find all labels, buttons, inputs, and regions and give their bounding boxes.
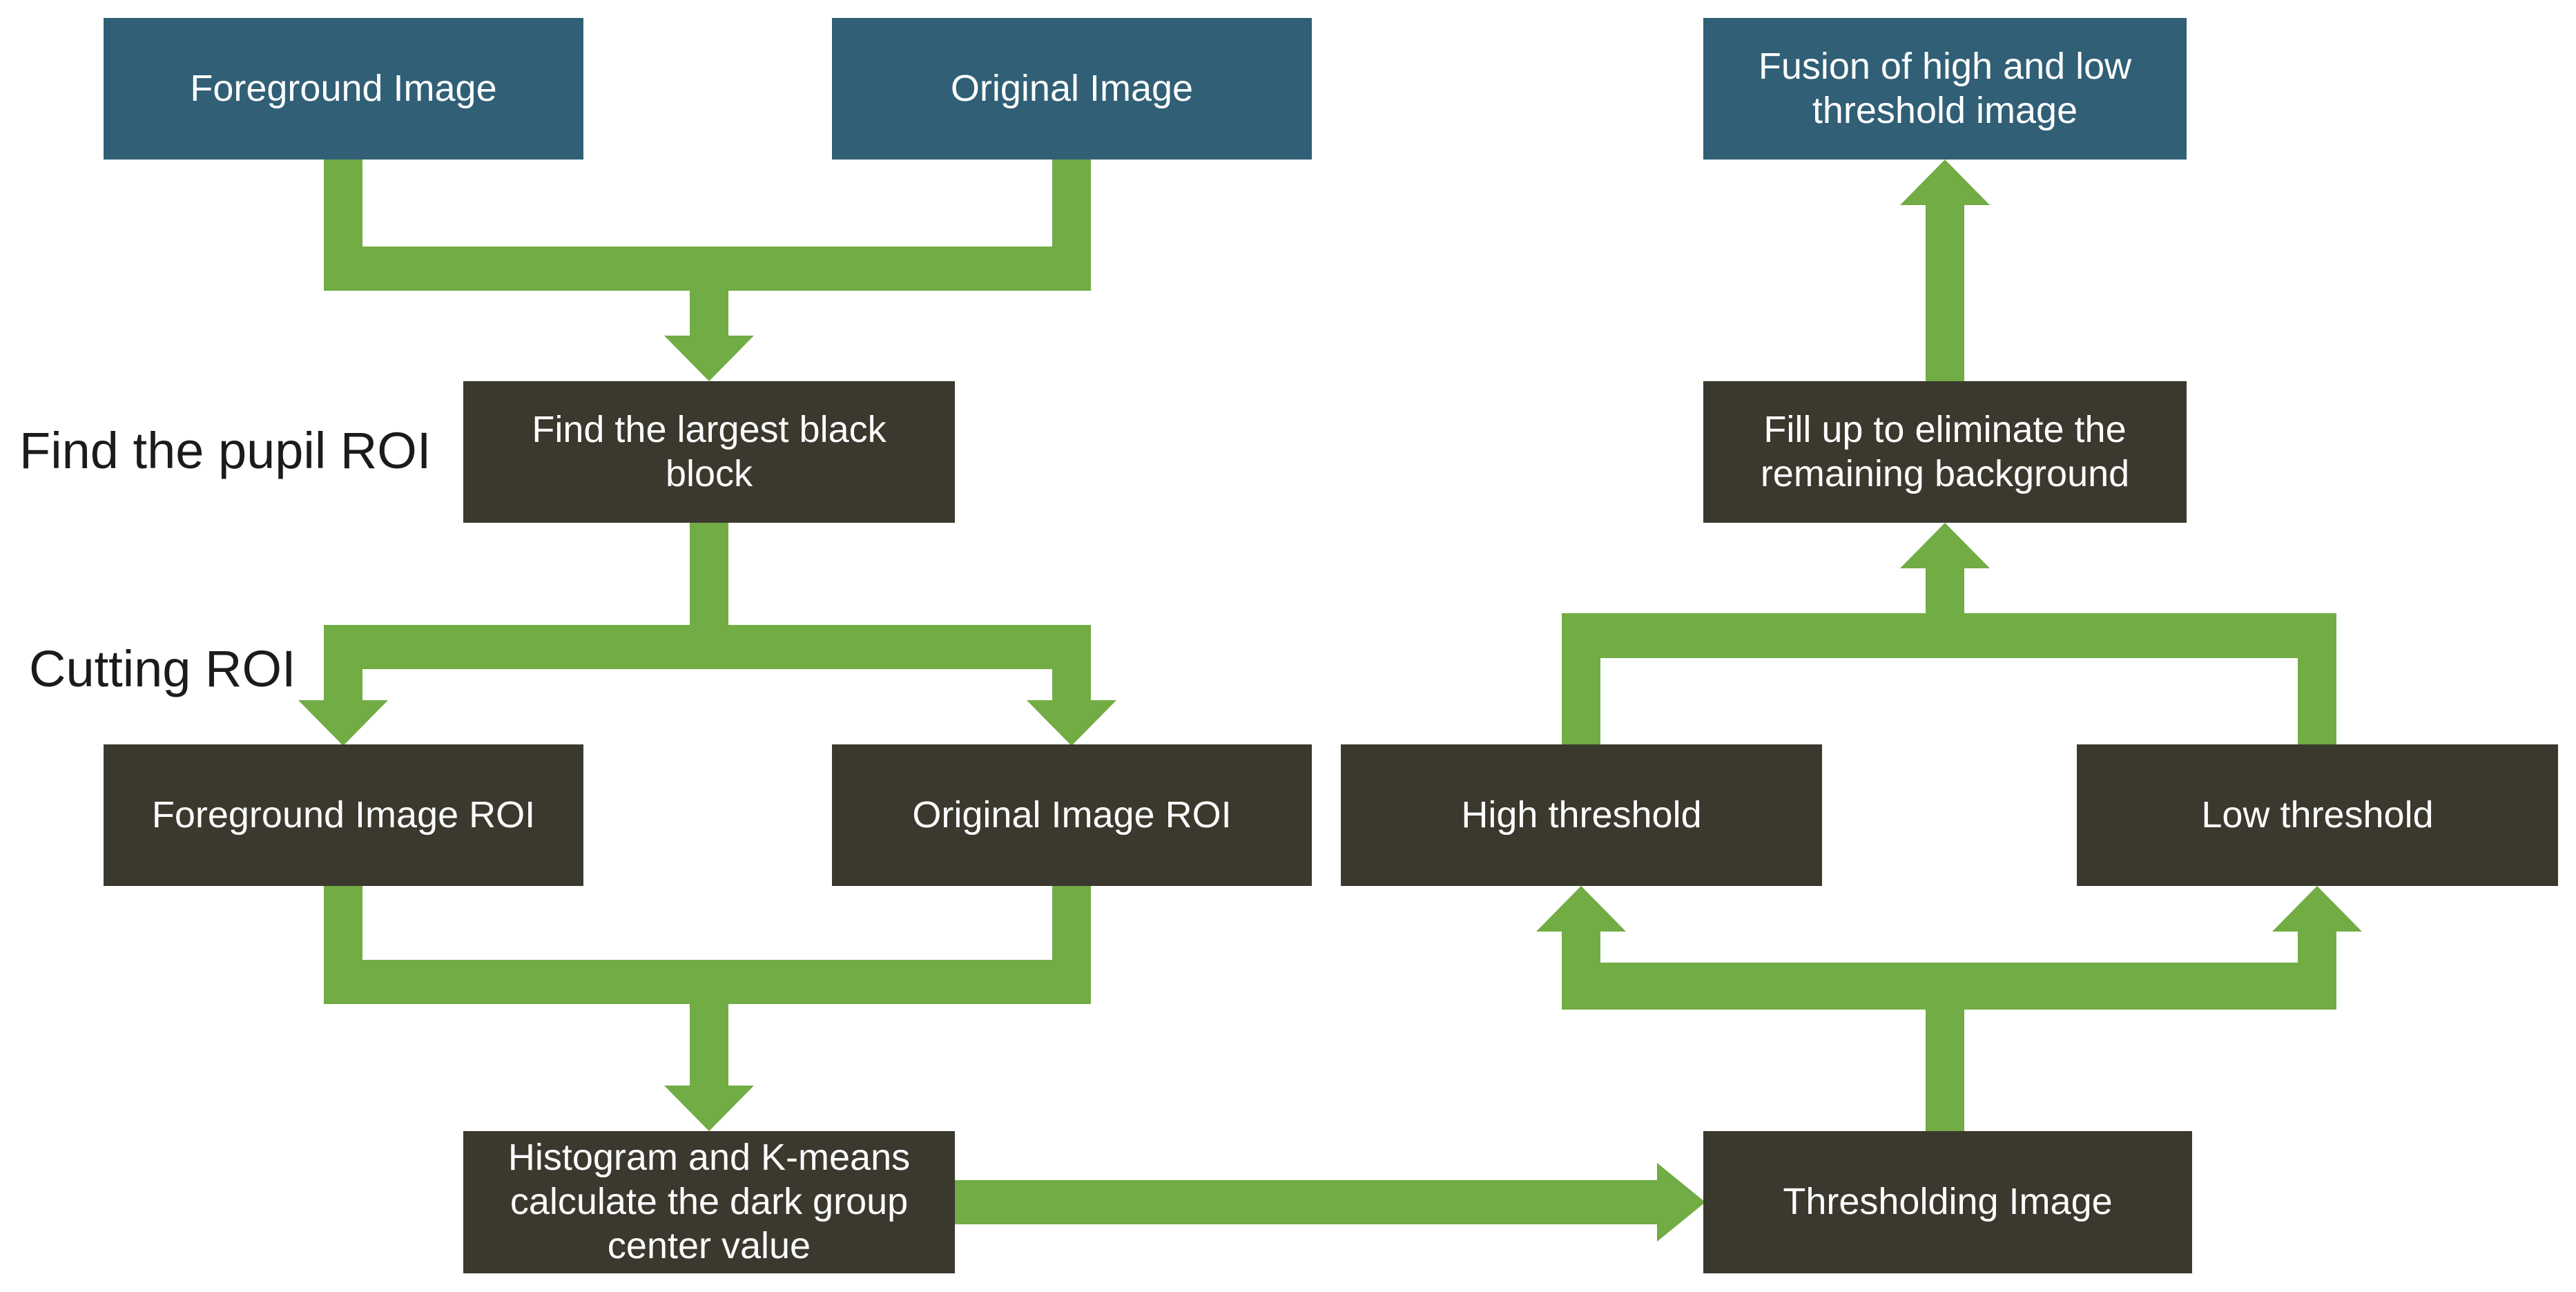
connector-stub-thresholding-up xyxy=(1926,1010,1964,1131)
connector-shaft-to-histogram xyxy=(690,1004,728,1086)
connector-bar-threshold-split xyxy=(1562,963,2336,1010)
connector-shaft-to-fill-up xyxy=(1926,568,1964,613)
label-find-the-pupil-roi: Find the pupil ROI xyxy=(19,422,432,479)
connector-stub-find-largest-down xyxy=(690,523,728,625)
node-thresholding-image: Thresholding Image xyxy=(1703,1131,2192,1273)
node-original-image-roi: Original Image ROI xyxy=(832,744,1312,886)
node-find-largest-label-line1: Find the largest black xyxy=(532,408,887,450)
node-foreground-image-roi-label: Foreground Image ROI xyxy=(151,793,536,836)
node-foreground-image: Foreground Image xyxy=(104,18,583,160)
connector-stub-original-down xyxy=(1052,160,1091,247)
node-foreground-image-label: Foreground Image xyxy=(190,67,497,109)
node-original-image-label: Original Image xyxy=(950,67,1194,109)
connector-bar-top-merge xyxy=(324,247,1091,291)
node-histogram-label-line1: Histogram and K-means xyxy=(507,1137,911,1179)
arrowhead-to-fusion xyxy=(1900,160,1990,205)
arrowhead-to-low-threshold xyxy=(2272,886,2362,932)
node-high-threshold: High threshold xyxy=(1341,744,1822,886)
label-cutting-roi: Cutting ROI xyxy=(29,640,296,697)
connector-shaft-to-low-threshold xyxy=(2298,932,2336,1010)
connector-stub-high-up xyxy=(1562,658,1600,744)
connector-shaft-to-find-largest xyxy=(690,291,728,336)
node-find-largest-black-block: Find the largest black block xyxy=(463,381,955,523)
node-fusion-label-line2: threshold image xyxy=(1812,89,2078,131)
connector-stub-low-up xyxy=(2298,658,2336,744)
connector-stub-fg-roi-down xyxy=(324,886,362,960)
node-foreground-image-roi: Foreground Image ROI xyxy=(104,744,583,886)
arrowhead-to-thresholding xyxy=(1657,1163,1705,1242)
arrowhead-to-orig-roi xyxy=(1027,700,1116,746)
arrowhead-to-fg-roi xyxy=(298,700,388,746)
node-fusion-label-line1: Fusion of high and low xyxy=(1758,45,2132,87)
connector-bar-cutting-split xyxy=(324,625,1091,669)
node-fill-up-label-line1: Fill up to eliminate the xyxy=(1763,408,2127,450)
node-original-image-roi-label: Original Image ROI xyxy=(912,793,1232,836)
node-fill-up-label-line2: remaining background xyxy=(1760,452,2130,494)
connector-stub-foreground-down xyxy=(324,160,362,247)
arrowhead-to-high-threshold xyxy=(1536,886,1626,932)
node-find-largest-label-line2: block xyxy=(665,452,753,494)
node-fill-up: Fill up to eliminate the remaining backg… xyxy=(1703,381,2187,523)
node-low-threshold: Low threshold xyxy=(2077,744,2558,886)
node-high-threshold-label: High threshold xyxy=(1461,793,1702,836)
connector-shaft-to-orig-roi xyxy=(1052,625,1091,701)
connector-shaft-to-fusion xyxy=(1926,201,1964,381)
arrowhead-to-histogram xyxy=(664,1086,754,1131)
node-original-image: Original Image xyxy=(832,18,1312,160)
arrowhead-to-find-largest xyxy=(664,336,754,381)
arrowhead-to-fill-up xyxy=(1900,523,1990,568)
connector-shaft-to-fg-roi xyxy=(324,625,362,701)
node-thresholding-image-label: Thresholding Image xyxy=(1783,1181,2113,1223)
node-histogram-label-line2: calculate the dark group xyxy=(510,1181,909,1223)
node-histogram-label-line3: center value xyxy=(607,1224,811,1266)
node-low-threshold-label: Low threshold xyxy=(2201,793,2434,836)
connector-stub-orig-roi-down xyxy=(1052,886,1091,960)
connector-bar-threshold-merge xyxy=(1562,613,2336,658)
connector-shaft-to-thresholding xyxy=(955,1180,1657,1224)
node-fusion: Fusion of high and low threshold image xyxy=(1703,18,2187,160)
connector-shaft-to-high-threshold xyxy=(1562,932,1600,1010)
node-histogram-kmeans: Histogram and K-means calculate the dark… xyxy=(463,1131,955,1273)
connector-bar-roi-merge xyxy=(324,960,1091,1004)
